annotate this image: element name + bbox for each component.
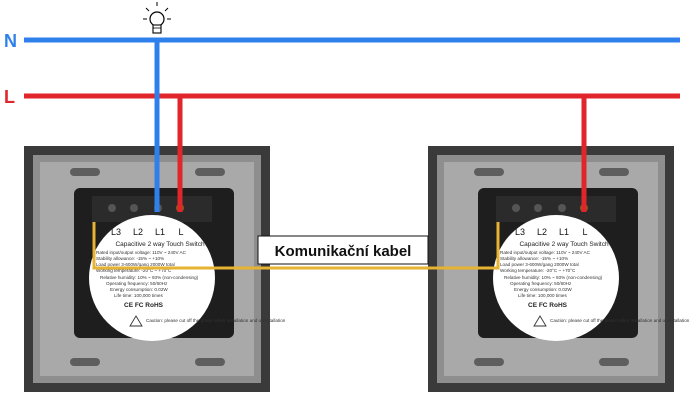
switch-2-terminal-l1: L1 xyxy=(559,227,569,237)
switch-1-spec-6: Energy consumption: 0.02W xyxy=(110,287,168,292)
switch-2-caution: Caution: please cut off the power when i… xyxy=(550,318,690,323)
switch-1-spec-7: Life time: 100,000 times xyxy=(114,293,163,298)
comm-cable-label-box xyxy=(257,235,429,265)
switch-1-spec-4: Relative humidity: 10% ~ 93% (non-conden… xyxy=(100,275,199,280)
switch-1-spec-2: Load power 3-600W/gang 2000W total xyxy=(96,262,175,267)
switch-2-spec-6: Energy consumption: 0.02W xyxy=(514,287,572,292)
switch-2-terminal-l2: L2 xyxy=(537,227,547,237)
switch-1-label-disc xyxy=(89,215,215,341)
switch-2-spec-7: Life time: 100,000 times xyxy=(518,293,567,298)
comm-cable-wire xyxy=(92,222,500,270)
switch-2-spec-5: Operating frequency: 50/60Hz xyxy=(510,281,572,286)
switch-2-spec-4: Relative humidity: 10% ~ 93% (non-conden… xyxy=(504,275,603,280)
switch-2-terminal-l: L xyxy=(582,227,587,237)
light-bulb-icon xyxy=(143,2,171,34)
switch-1-terminal-l3: L3 xyxy=(111,227,121,237)
switch-1-product-name: Capacitive 2 way Touch Switch xyxy=(115,241,205,248)
switch-1-spec-1: Stability allowance: -15% ~ +10% xyxy=(96,256,164,261)
switch-1-spec-3: Working temperature: -20°C ~ +70°C xyxy=(96,268,172,273)
switch-2-marks: CE FC RoHS xyxy=(528,302,568,309)
switch-1-warning-icon xyxy=(129,315,143,327)
switch-2-spec-2: Load power 3-600W/gang 2000W total xyxy=(500,262,579,267)
switch-2-label-disc xyxy=(493,215,619,341)
switch-1-spec-5: Operating frequency: 50/60Hz xyxy=(106,281,168,286)
switch-1-marks: CE FC RoHS xyxy=(124,302,164,309)
switch-2-spec-0: Rated input/output voltage: 110V ~ 240V … xyxy=(500,250,591,255)
switch-1-terminal-l1: L1 xyxy=(155,227,165,237)
switch-2-warning-icon xyxy=(533,315,547,327)
switch-1-spec-0: Rated input/output voltage: 110V ~ 240V … xyxy=(96,250,187,255)
neutral-label: N xyxy=(4,31,17,51)
switch-2-product-name: Capacitive 2 way Touch Switch xyxy=(519,241,609,248)
live-label: L xyxy=(4,87,15,107)
switch-2-terminal-l3: L3 xyxy=(515,227,525,237)
switch-2-spec-1: Stability allowance: -15% ~ +10% xyxy=(500,256,568,261)
switch-1-caution: Caution: please cut off the power when i… xyxy=(146,318,286,323)
comm-cable-label: Komunikační kabel xyxy=(275,243,412,260)
switch-1-terminal-l: L xyxy=(178,227,183,237)
switch-2-spec-3: Working temperature: -20°C ~ +70°C xyxy=(500,268,576,273)
switch-1-terminal-l2: L2 xyxy=(133,227,143,237)
